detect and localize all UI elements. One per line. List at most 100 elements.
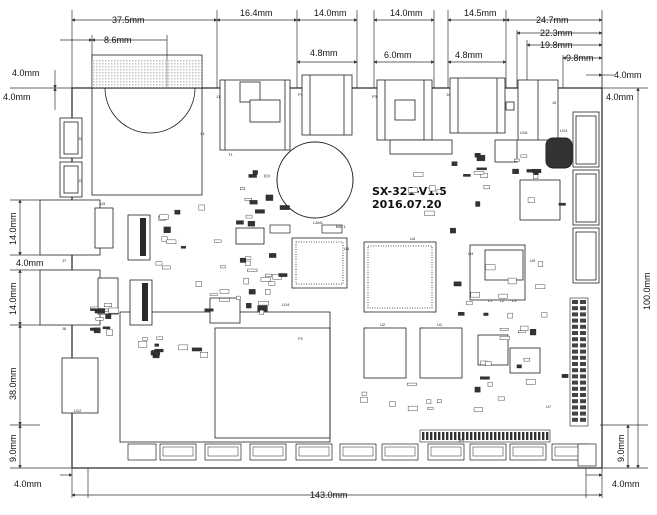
long-connector-pin	[434, 432, 437, 440]
long-connector-pin	[466, 432, 469, 440]
smd-component	[209, 293, 218, 296]
smd-component	[558, 202, 566, 206]
header-pin	[580, 349, 586, 354]
smd-component	[137, 341, 148, 348]
smd-component	[535, 284, 546, 289]
smd-component	[159, 214, 169, 220]
long-connector-pin	[502, 432, 505, 440]
smd-component	[516, 364, 522, 369]
smd-component	[265, 194, 274, 201]
header-pin	[572, 417, 578, 422]
long-connector-pin	[426, 432, 429, 440]
label-l3: L3	[512, 298, 517, 303]
header-pin	[580, 399, 586, 404]
bottom-connector-housing	[342, 446, 374, 457]
header-pin	[580, 417, 586, 422]
smd-component	[451, 161, 458, 166]
smd-component	[520, 325, 529, 331]
bottom-connector	[249, 443, 287, 461]
label-u1: U1	[437, 322, 443, 327]
smd-component	[198, 204, 205, 211]
dim-right-9-0: 9.0mm	[616, 434, 626, 462]
dim-37-5: 37.5mm	[112, 15, 145, 25]
bottom-connector	[295, 443, 333, 461]
header-pin	[572, 318, 578, 323]
bottom-connector-housing	[207, 446, 239, 457]
dim-4-8-a: 4.8mm	[310, 48, 338, 58]
smd-component	[518, 330, 526, 334]
long-connector-pin	[442, 432, 445, 440]
smd-component	[485, 264, 496, 271]
smd-component	[426, 399, 432, 404]
header-pin	[580, 324, 586, 329]
smd-component	[463, 174, 471, 177]
label-j1: J1	[216, 94, 221, 99]
long-connector-pin	[474, 432, 477, 440]
header-pin	[580, 374, 586, 379]
smd-component	[436, 399, 442, 403]
long-connector-pin	[522, 432, 525, 440]
smd-component	[245, 260, 251, 266]
bottom-connector-housing	[472, 446, 504, 457]
smd-component	[483, 185, 490, 190]
smd-component	[529, 329, 537, 336]
smd-component	[427, 407, 434, 410]
label-j7: J7	[62, 258, 67, 263]
smd-component	[498, 293, 508, 299]
long-connector-pin	[494, 432, 497, 440]
dim-bottom-143: 143.0mm	[310, 490, 348, 500]
header-pin	[572, 349, 578, 354]
smd-component	[265, 289, 271, 295]
smd-component	[499, 336, 510, 340]
smd-component	[90, 308, 101, 311]
smd-component	[247, 268, 258, 272]
smd-component	[408, 187, 418, 193]
label-u3: U3	[100, 201, 106, 206]
smd-component	[407, 405, 418, 412]
dim-right-4-0-top2: 4.0mm	[606, 92, 634, 102]
smd-component	[95, 317, 104, 321]
label-y1: Y1	[200, 131, 206, 136]
dim-22-3: 22.3mm	[540, 28, 573, 38]
smd-component	[162, 265, 171, 270]
smd-component	[105, 313, 112, 320]
dim-4-8-b: 4.8mm	[455, 50, 483, 60]
smd-component	[527, 197, 535, 203]
smd-component	[523, 357, 530, 362]
right-dimensions	[585, 73, 648, 498]
label-u7: U7	[546, 404, 552, 409]
long-connector-pin	[490, 432, 493, 440]
smd-component	[428, 185, 436, 192]
header-pin	[572, 331, 578, 335]
header-pin	[580, 362, 586, 366]
dim-9-8: 9.8mm	[566, 53, 594, 63]
long-connector-pin	[462, 432, 465, 440]
smd-component	[255, 209, 265, 214]
long-connector-pin	[430, 432, 433, 440]
smd-component	[249, 200, 258, 205]
smd-component	[195, 281, 202, 287]
header-pin	[580, 380, 586, 385]
dim-8-6: 8.6mm	[104, 35, 132, 45]
header-pin	[580, 312, 586, 317]
header-pin	[572, 368, 578, 373]
smd-component	[466, 301, 473, 306]
smd-component	[191, 347, 202, 352]
bottom-connector	[127, 443, 157, 461]
smd-component	[163, 226, 171, 233]
smd-component	[476, 154, 486, 162]
smd-component	[180, 245, 186, 249]
smd-component	[199, 352, 208, 358]
long-connector-pin	[538, 432, 541, 440]
smd-component	[264, 273, 272, 277]
board-date: 2016.07.20	[372, 198, 442, 211]
bottom-connector	[204, 443, 242, 461]
header-pin	[580, 300, 586, 304]
label-u13: U13	[560, 128, 568, 133]
long-connector-pin	[446, 432, 449, 440]
smd-component	[142, 337, 148, 341]
smd-parts	[90, 153, 569, 412]
smd-component	[476, 167, 487, 171]
header-pin	[572, 405, 578, 410]
dim-left-4-0-top: 4.0mm	[12, 68, 40, 78]
